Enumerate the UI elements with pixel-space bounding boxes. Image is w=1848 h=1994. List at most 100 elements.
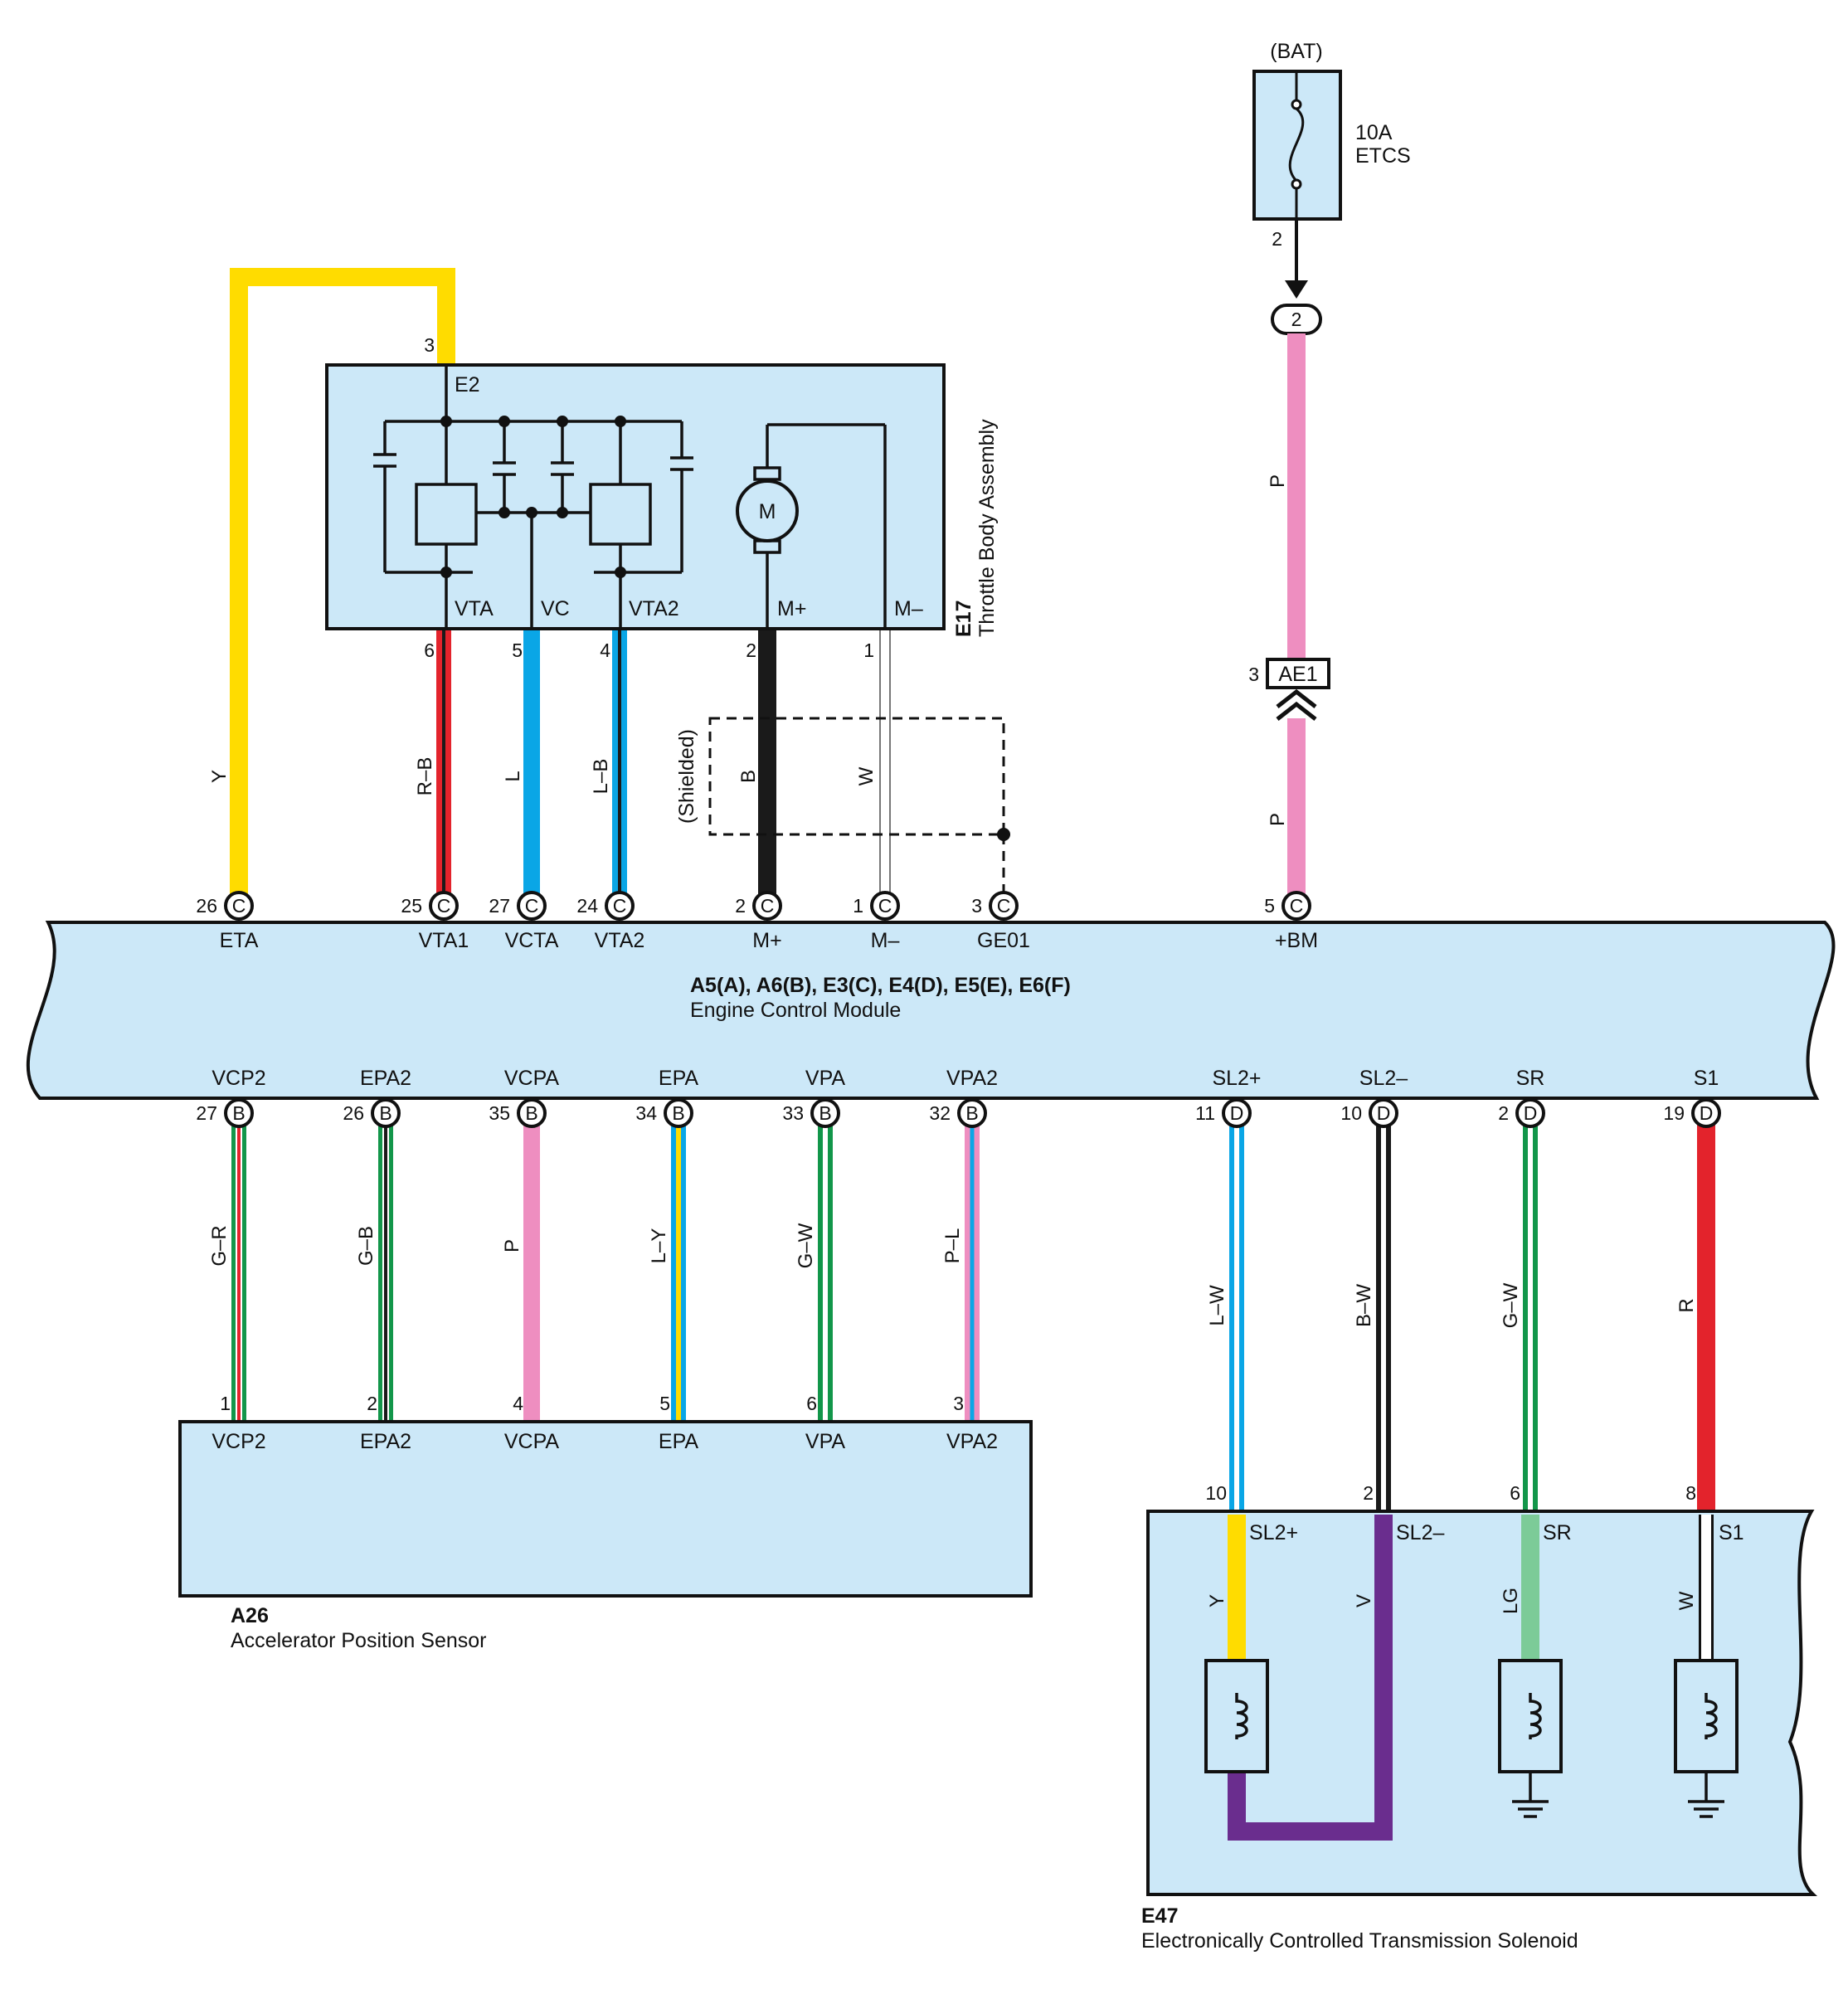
solenoid-box — [1146, 1510, 1818, 1896]
svg-text:10: 10 — [1205, 1482, 1227, 1504]
wire-color-epa: L–Y — [648, 1228, 670, 1264]
throttle-pin-m-plus: 2 — [746, 640, 756, 661]
svg-text:C: C — [997, 895, 1011, 917]
svg-text:5: 5 — [659, 1393, 670, 1414]
shield-box — [708, 717, 1010, 894]
ecm-top-connector-m-minus: C 1 M– — [853, 891, 900, 952]
ecm-term-vcpa: VCPA — [504, 1067, 560, 1090]
ecm-bottom-connector-sl2-minus: SL2– D 10 — [1340, 1067, 1408, 1128]
svg-text:B: B — [819, 1102, 831, 1124]
ecm-term-m-plus: M+ — [752, 929, 781, 952]
sol-term-sl2-minus: SL2– — [1396, 1521, 1444, 1544]
ecm-term-bm: +BM — [1275, 929, 1318, 952]
wire-color-epa2: G–B — [355, 1226, 377, 1266]
arrow-icon — [1285, 280, 1308, 299]
inner-wire-color-sr: LG — [1500, 1588, 1522, 1614]
ecm-top-connector-vta2: C 24 VTA2 — [576, 891, 645, 952]
ecm-top-connector-bm: C 5 +BM — [1264, 891, 1318, 952]
ecm-term-vpa2: VPA2 — [946, 1067, 998, 1090]
svg-text:1: 1 — [853, 895, 863, 917]
aps-term-vcp2: VCP2 — [212, 1430, 265, 1453]
sol-term-sl2-plus: SL2+ — [1249, 1521, 1298, 1544]
ecm-term-vta2: VTA2 — [595, 929, 645, 952]
ae1-pin: 3 — [1248, 664, 1259, 685]
ecm-subtitle: Engine Control Module — [690, 999, 901, 1022]
ecm-term-sl2-minus: SL2– — [1359, 1067, 1408, 1090]
ecm-term-vta1: VTA1 — [419, 929, 469, 952]
inner-wire-sl2-minus — [1228, 1515, 1393, 1841]
svg-text:D: D — [1377, 1102, 1391, 1124]
ecm-bottom-connector-sl2-plus: SL2+ D 11 — [1195, 1067, 1262, 1128]
ecm-title: A5(A), A6(B), E3(C), E4(D), E5(E), E6(F) — [690, 974, 1071, 997]
throttle-code: E17 — [952, 601, 975, 637]
svg-text:3: 3 — [953, 1393, 964, 1414]
svg-text:B: B — [965, 1102, 978, 1124]
fuse-box — [1252, 70, 1342, 221]
wire-color-vcta: L — [502, 771, 524, 781]
sol-term-sr: SR — [1543, 1521, 1572, 1544]
inner-wire-color-sl2-plus: Y — [1206, 1594, 1228, 1607]
svg-text:5: 5 — [1264, 895, 1275, 917]
fuse-amperage: 10A — [1355, 121, 1393, 144]
svg-text:1: 1 — [220, 1393, 231, 1414]
wire-eta — [230, 268, 455, 900]
svg-text:B: B — [525, 1102, 537, 1124]
svg-text:26: 26 — [196, 895, 217, 917]
aps-terminals: 1 2 4 5 6 3 VCP2 EPA2 VCPA EPA VPA VPA2 — [212, 1393, 998, 1453]
solenoid-coil-sl2 — [1204, 1659, 1269, 1773]
ecm-top-connector-m-plus: C 2 M+ — [735, 891, 782, 952]
svg-text:34: 34 — [635, 1102, 657, 1124]
solenoid-coil-s1 — [1674, 1659, 1739, 1773]
junction-dots — [440, 416, 626, 578]
wire-color-vpa: G–W — [795, 1223, 817, 1268]
throttle-term-m-plus: M+ — [777, 597, 806, 620]
ecm-term-epa: EPA — [659, 1067, 698, 1090]
svg-text:27: 27 — [196, 1102, 217, 1124]
throttle-pin-vta: 6 — [424, 640, 435, 661]
throttle-pin-vta2: 4 — [600, 640, 610, 661]
wire-color-bm-upper: P — [1267, 474, 1289, 488]
svg-text:6: 6 — [806, 1393, 817, 1414]
motor-label: M — [759, 500, 776, 523]
svg-text:B: B — [672, 1102, 684, 1124]
aps-term-vcpa: VCPA — [504, 1430, 560, 1453]
svg-text:24: 24 — [576, 895, 598, 917]
svg-text:C: C — [613, 895, 627, 917]
svg-text:C: C — [437, 895, 451, 917]
svg-text:C: C — [761, 895, 775, 917]
bat-label: (BAT) — [1270, 40, 1322, 63]
svg-text:D: D — [1700, 1102, 1714, 1124]
ecm-top-connector-eta: C 26 ETA — [196, 891, 259, 952]
ecm-bottom-connector-sr: SR D 2 — [1498, 1067, 1545, 1128]
svg-text:3: 3 — [971, 895, 982, 917]
svg-text:4: 4 — [513, 1393, 523, 1414]
svg-text:C: C — [878, 895, 892, 917]
svg-text:6: 6 — [1510, 1482, 1520, 1504]
throttle-term-vta2: VTA2 — [629, 597, 679, 620]
svg-text:D: D — [1230, 1102, 1244, 1124]
aps-code: A26 — [231, 1604, 269, 1627]
ecm-term-eta: ETA — [220, 929, 259, 952]
svg-text:26: 26 — [343, 1102, 364, 1124]
sol-term-s1: S1 — [1719, 1521, 1744, 1544]
svg-text:19: 19 — [1663, 1102, 1685, 1124]
svg-text:B: B — [379, 1102, 391, 1124]
ecm-top-connector-vcta: C 27 VCTA — [489, 891, 559, 952]
throttle-term-m-minus: M– — [894, 597, 923, 620]
svg-text:2: 2 — [1363, 1482, 1374, 1504]
aps-term-vpa: VPA — [805, 1430, 845, 1453]
ecm-term-sl2-plus: SL2+ — [1212, 1067, 1261, 1090]
svg-text:B: B — [232, 1102, 245, 1124]
svg-text:10: 10 — [1340, 1102, 1362, 1124]
wire-color-eta: Y — [208, 770, 231, 783]
svg-text:33: 33 — [782, 1102, 804, 1124]
ae1-connector — [1266, 658, 1330, 689]
ecm-bottom-connector-vcpa: VCPA B 35 — [489, 1067, 560, 1128]
throttle-e2-label: E2 — [455, 373, 480, 396]
wire-color-vta2: L–B — [590, 759, 612, 795]
ecm-bottom-connector-epa2: EPA2 B 26 — [343, 1067, 411, 1128]
fuse-name: ETCS — [1355, 144, 1411, 168]
svg-text:C: C — [1290, 895, 1304, 917]
wire-color-vcpa: P — [501, 1239, 523, 1252]
ecm-bottom-connector-vcp2: VCP2 B 27 — [196, 1067, 266, 1128]
